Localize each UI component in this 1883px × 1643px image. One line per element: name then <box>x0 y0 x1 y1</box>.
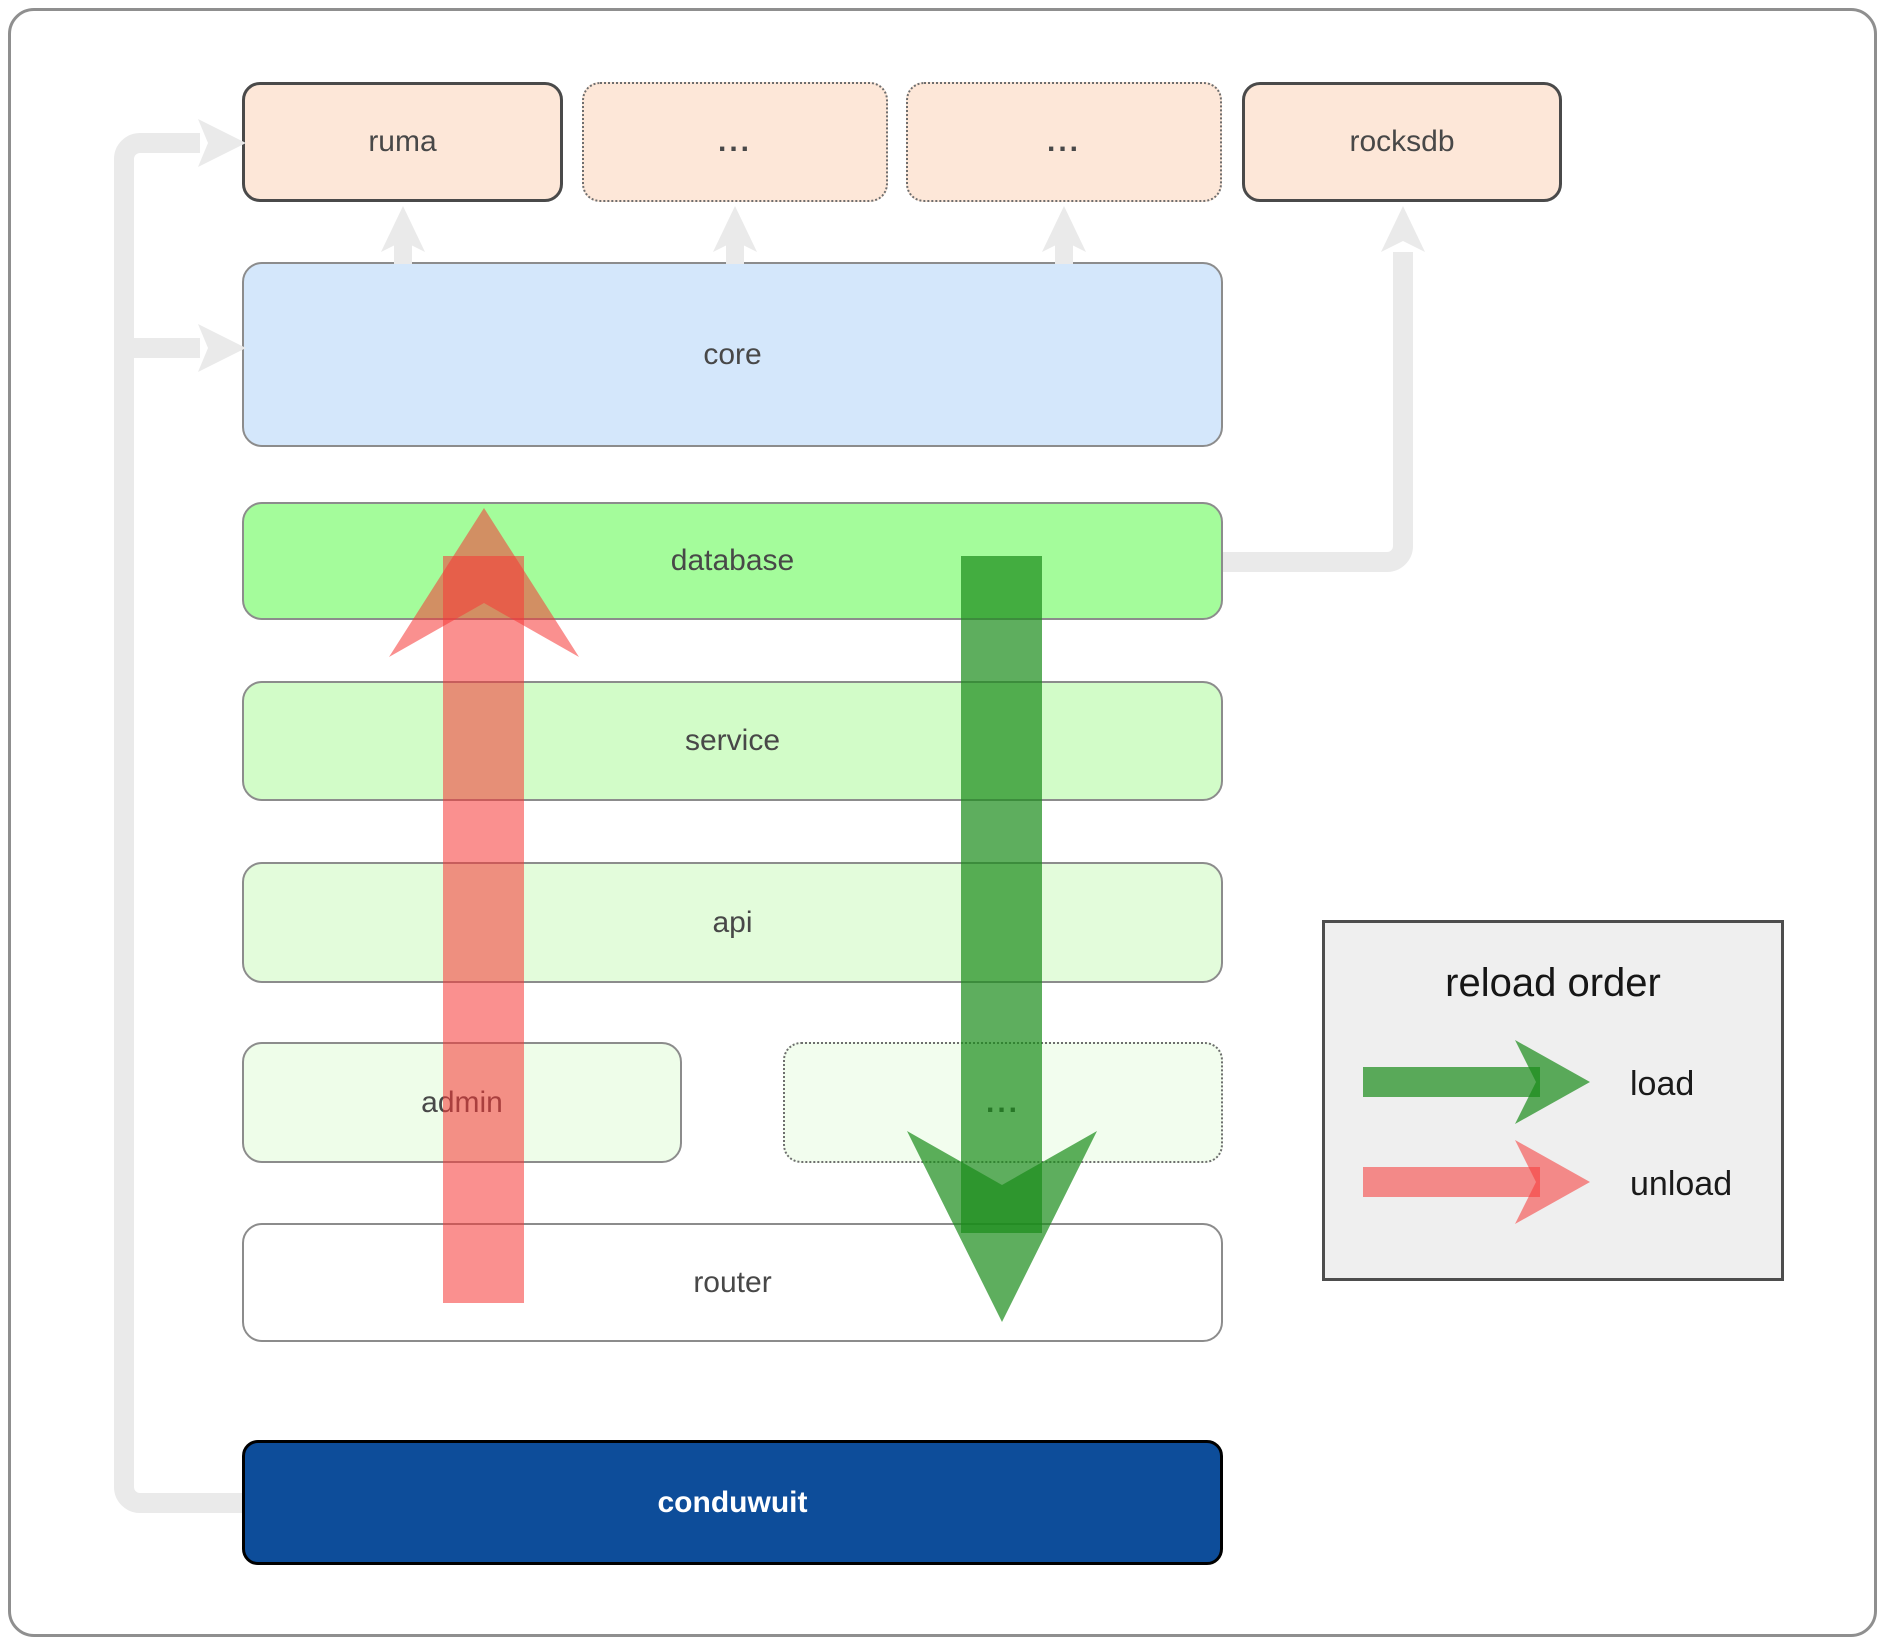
box-conduwuit: conduwuit <box>242 1440 1223 1565</box>
box-ruma-label: ruma <box>368 125 437 158</box>
box-core-label: core <box>703 337 762 371</box>
box-api: api <box>242 862 1223 983</box>
box-router-label: router <box>693 1265 772 1299</box>
box-ruma: ruma <box>242 82 563 202</box>
box-database-label: database <box>670 544 795 577</box>
box-api-label: api <box>712 905 753 939</box>
diagram-outer-border <box>8 8 1877 1637</box>
legend-load-label: load <box>1630 1065 1695 1103</box>
box-rocksdb: rocksdb <box>1242 82 1562 202</box>
box-ellipsis-top-1-label: ... <box>717 125 752 158</box>
box-ellipsis-mid-label: ... <box>985 1085 1020 1119</box>
box-admin-label: admin <box>421 1085 503 1119</box>
box-ellipsis-top-2-label: ... <box>1046 125 1081 158</box>
box-router: router <box>242 1223 1223 1342</box>
box-ellipsis-top-1: ... <box>582 82 888 202</box>
box-service: service <box>242 681 1223 801</box>
legend-title: reload order <box>1445 961 1661 1005</box>
box-database: database <box>242 502 1223 620</box>
box-ellipsis-top-2: ... <box>906 82 1222 202</box>
legend-reload-order: reload order load unload <box>1322 920 1784 1281</box>
box-ellipsis-mid: ... <box>783 1042 1223 1163</box>
box-core: core <box>242 262 1223 447</box>
legend-unload-label: unload <box>1630 1165 1733 1203</box>
box-service-label: service <box>684 724 781 757</box>
box-conduwuit-label: conduwuit <box>657 1485 808 1519</box>
box-rocksdb-label: rocksdb <box>1349 125 1455 158</box>
box-admin: admin <box>242 1042 682 1163</box>
